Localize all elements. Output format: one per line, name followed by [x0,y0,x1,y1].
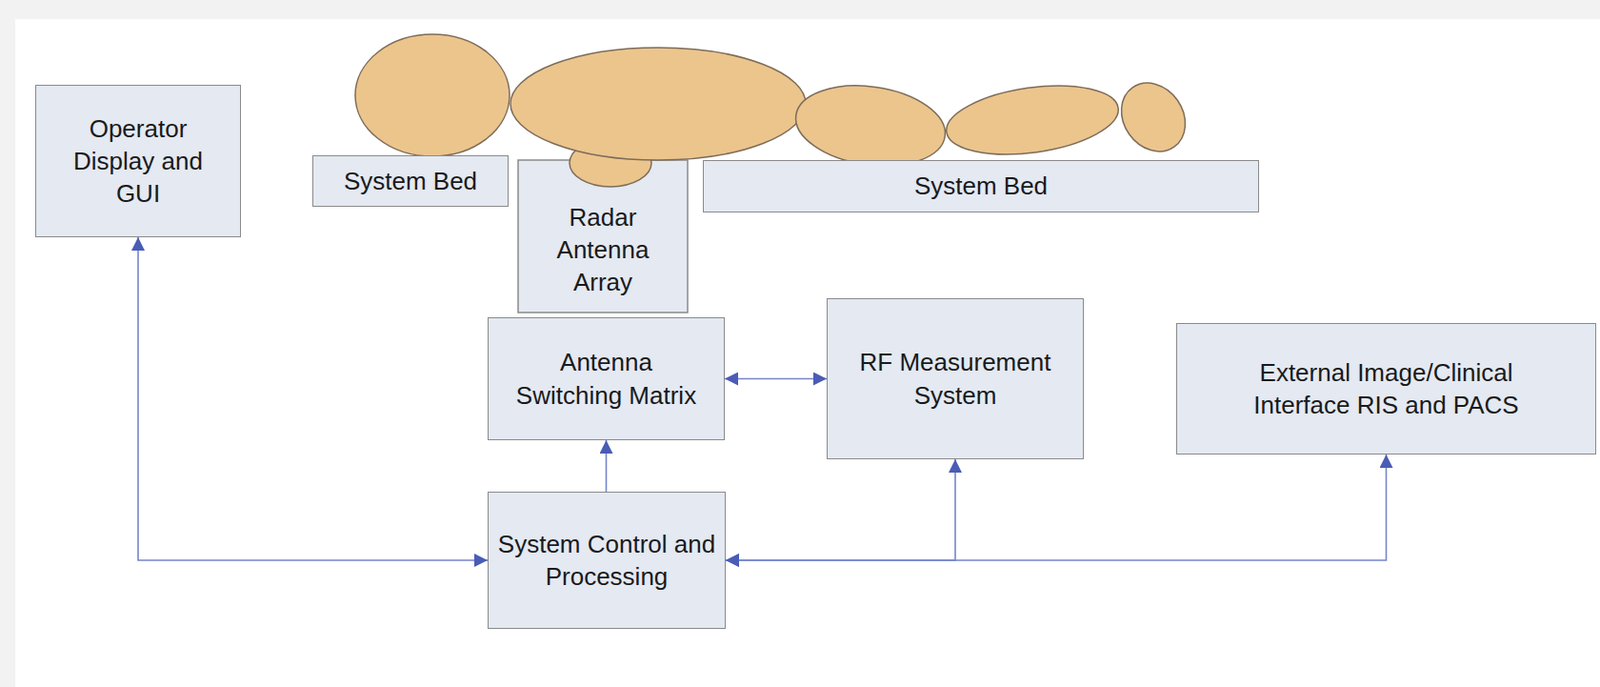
box-label: External Image/Clinical Interface RIS an… [1224,356,1549,422]
box-label: System Bed [343,164,478,198]
switching-box: Antenna Switching Matrix [487,317,725,440]
display-box: Operator Display and GUI [35,84,241,238]
box-label: System Bed [914,169,1048,202]
interface-box: External Image/Clinical Interface RIS an… [1176,322,1597,455]
box-label: Operator Display and GUI [57,112,220,211]
torso [510,47,806,160]
connector-arrow [724,378,827,380]
box-label: RF Measurement System [840,345,1070,412]
connector-arrow [725,454,1387,560]
antenna-array-box: Radar Antenna Array [518,186,688,313]
box-label: Antenna Switching Matrix [511,345,702,412]
measurement-box: RF Measurement System [826,298,1084,460]
connector-arrow [138,237,488,560]
control-box: System Control and Processing [487,491,726,629]
feet [1108,70,1199,164]
connector-arrow [725,459,956,560]
bed-segment: System Bed [312,155,509,207]
connector-arrow [605,440,608,492]
box-label: System Control and Processing [497,527,717,594]
head [355,34,510,157]
bed-segment: System Bed [702,160,1260,213]
box-label: Radar Antenna Array [531,200,675,300]
legs [941,76,1123,165]
